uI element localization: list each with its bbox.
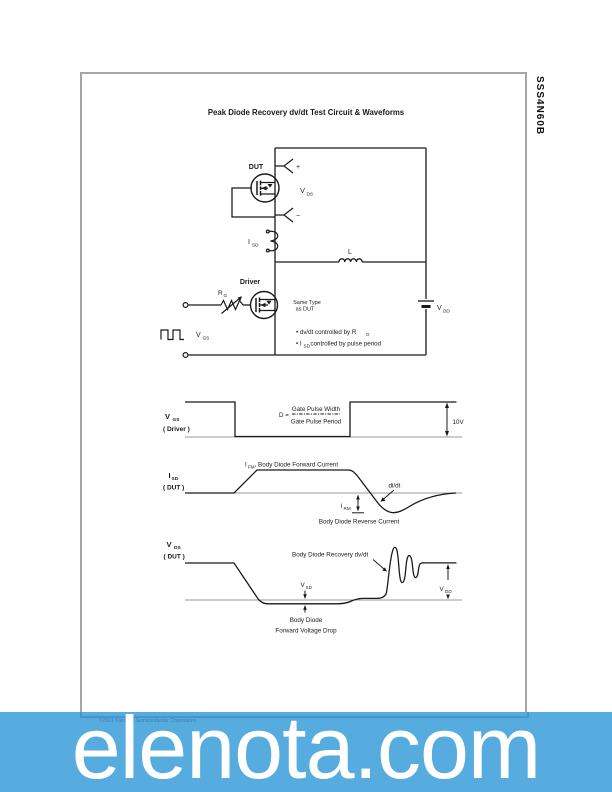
dut-label: DUT — [249, 164, 264, 171]
figure-title: Peak Diode Recovery dv/dt Test Circuit &… — [208, 108, 405, 117]
test-circuit-diagram — [160, 147, 434, 359]
w1-axis-label-paren: ( Driver ) — [163, 426, 190, 433]
note-isd-sub: SD — [304, 344, 311, 349]
dut-gate-source-loop — [231, 187, 275, 218]
w2-ifm-label-sub: FM — [248, 465, 255, 470]
w2-didt-label: di/dt — [389, 483, 401, 490]
vgs-label: V — [196, 332, 201, 339]
vdd-battery-symbol — [418, 300, 434, 308]
note-isd: • I — [296, 341, 302, 348]
note-dvdt-sub: G — [366, 332, 370, 337]
inductor-symbol — [275, 258, 426, 263]
w3-recovery-caption: Body Diode Recovery dv/dt — [292, 552, 369, 559]
w2-axis-label: I — [169, 471, 171, 480]
waveform-vds-dut: V DS ( DUT ) Body Diode Recovery dv/dt V… — [164, 540, 462, 635]
w3-trace — [185, 546, 457, 605]
inductor-label: L — [348, 249, 352, 256]
w2-irm-label: I — [341, 503, 343, 510]
vds-label: V — [300, 186, 305, 195]
w3-axis-label: V — [167, 540, 172, 549]
isd-label: I — [248, 239, 250, 246]
w2-trace — [185, 469, 457, 514]
w2-axis-label-sub: SD — [172, 476, 179, 482]
waveform-vgs-driver: V GS ( Driver ) D = Gate Pulse Width Gat… — [163, 401, 465, 438]
w3-vdd-label: V — [440, 586, 445, 593]
w1-amplitude-arrow — [445, 402, 449, 437]
note-dvdt: • dv/dt controlled by R — [296, 329, 357, 336]
w2-ifm-caption: , Body Diode Forward Current — [255, 462, 339, 469]
w2-irm-arrow — [352, 494, 364, 514]
dut-mosfet-symbol — [231, 173, 280, 218]
footer-copyright: ©2001 Fairchild Semiconductor Corporatio… — [99, 718, 197, 724]
w3-vdd-label-sub: DD — [445, 589, 452, 594]
w1-duty-numerator: Gate Pulse Width — [292, 406, 341, 413]
vds-label-sub: DS — [307, 192, 314, 197]
elenota-watermark-text: elenota.com — [71, 698, 541, 792]
w3-forward-drop-caption-line2: Forward Voltage Drop — [275, 628, 337, 635]
driver-mosfet-symbol — [243, 290, 279, 320]
vgs-label-sub: GS — [203, 336, 210, 341]
frame-right-stub-through-banner — [527, 712, 529, 718]
w2-didt-arrow — [380, 489, 395, 502]
isd-label-sub: SD — [252, 243, 259, 248]
vdd-label: V — [437, 305, 442, 312]
same-type-note-line1: Same Type — [293, 300, 321, 306]
w1-axis-label-sub: GS — [173, 417, 181, 423]
w2-reverse-current-caption: Body Diode Reverse Current — [319, 519, 400, 526]
rg-variable-resistor-symbol — [188, 296, 244, 314]
vdd-label-sub: DD — [443, 309, 450, 314]
w3-vsd-label: V — [301, 582, 306, 589]
w3-vdd-arrow — [446, 564, 450, 600]
w3-axis-label-paren: ( DUT ) — [164, 554, 185, 561]
w2-irm-label-sub: RM — [344, 506, 351, 511]
w3-vsd-label-sub: SD — [306, 585, 313, 590]
w1-duty-denominator: Gate Pulse Period — [291, 419, 342, 426]
w2-ifm-label: I — [245, 462, 247, 469]
frame-bottom-line-through-banner — [80, 716, 529, 718]
w3-forward-drop-caption-line1: Body Diode — [290, 617, 323, 624]
w3-recovery-arrow — [372, 559, 387, 572]
pulse-train-icon — [160, 329, 184, 341]
part-number-vertical: SSS4N60B — [534, 76, 545, 136]
w3-vsd-arrows — [303, 590, 307, 613]
same-type-note-line2: as DUT — [296, 307, 315, 313]
driver-label: Driver — [240, 279, 261, 286]
vds-minus-sign: − — [296, 213, 300, 220]
vds-probe-symbol — [275, 158, 294, 223]
test-circuit-and-waveforms-figure: Peak Diode Recovery dv/dt Test Circuit &… — [160, 108, 465, 635]
w1-trace — [185, 401, 457, 438]
isd-current-probe-symbol — [265, 229, 279, 253]
vds-plus-sign: + — [296, 164, 300, 171]
waveform-isd-dut: I SD ( DUT ) I FM , Body Diode Forward C… — [163, 462, 462, 526]
w1-duty-equals: D = — [279, 412, 289, 419]
rg-label: R — [218, 290, 223, 297]
w2-axis-label-paren: ( DUT ) — [163, 485, 184, 492]
w1-axis-label: V — [165, 412, 170, 421]
elenota-watermark-banner: ©2001 Fairchild Semiconductor Corporatio… — [0, 704, 612, 792]
frame-left-stub-through-banner — [80, 712, 82, 718]
note-isd-rest: controlled by pulse period — [311, 341, 382, 348]
gate-drive-input-terminals — [160, 302, 189, 359]
rg-label-sub: G — [224, 293, 228, 298]
w1-amplitude-value: 10V — [453, 419, 465, 426]
w3-axis-label-sub: DS — [174, 545, 181, 551]
